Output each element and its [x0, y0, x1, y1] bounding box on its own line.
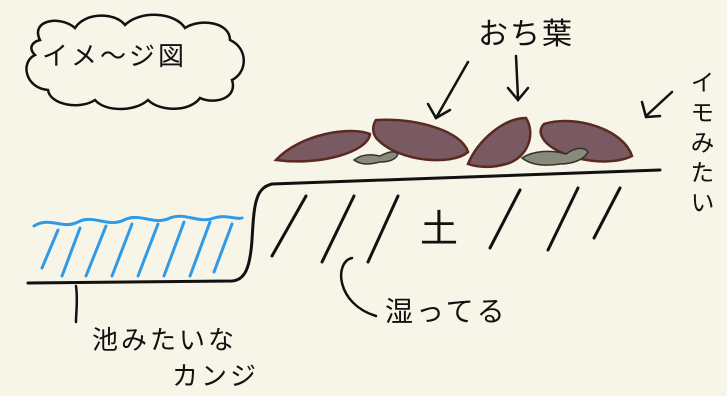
- fallen-leaves: [273, 116, 634, 169]
- wet-label: 湿ってる: [385, 295, 508, 328]
- water-surface: [32, 214, 244, 228]
- title-cloud: [25, 13, 245, 111]
- creatures: [352, 147, 589, 166]
- leaf-4: [539, 119, 634, 163]
- leaf-3: [466, 116, 532, 169]
- creature-2: [520, 147, 589, 166]
- imo-label: イモみたい: [686, 70, 714, 220]
- soil-hatching: [270, 186, 622, 264]
- pond-leader: [74, 284, 79, 324]
- creature-1: [352, 151, 399, 165]
- leaf-1: [273, 129, 372, 163]
- pond-label-line2: カンジ: [172, 362, 260, 392]
- ground-line: [26, 168, 662, 285]
- soil-label: 土: [420, 207, 460, 251]
- water-hatching: [40, 220, 234, 278]
- fallen-leaves-label: おち葉: [478, 17, 574, 52]
- leaf-arrows: [426, 54, 674, 120]
- diagram-title: イメ〜ジ図: [42, 42, 188, 72]
- wet-leader: [339, 256, 378, 318]
- leaf-2: [372, 118, 470, 162]
- pond-label-line1: 池みたいな: [92, 326, 238, 356]
